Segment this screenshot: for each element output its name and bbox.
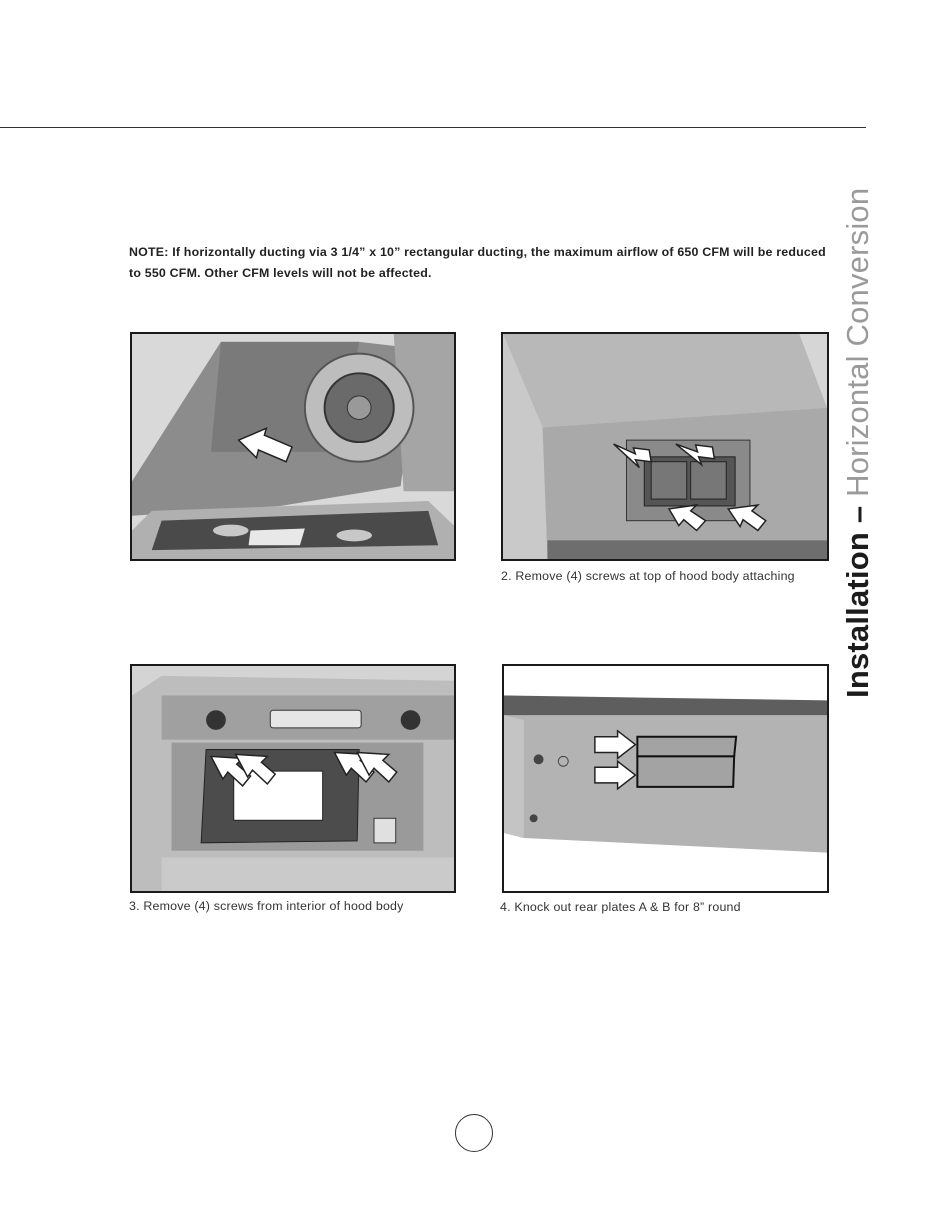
step-3-photo [130, 664, 456, 893]
header-rule [0, 127, 866, 128]
step-4-caption: 4. Knock out rear plates A & B for 8” ro… [500, 900, 741, 914]
page-number-circle [455, 1114, 493, 1152]
step-2-caption: 2. Remove (4) screws at top of hood body… [501, 569, 795, 583]
airflow-note: NOTE: If horizontally ducting via 3 1/4”… [129, 245, 826, 280]
section-title-bold: Installation – [840, 505, 875, 698]
step-2-photo [501, 332, 829, 561]
step-4-photo [502, 664, 829, 893]
step-3-caption: 3. Remove (4) screws from interior of ho… [129, 899, 404, 913]
section-title: Installation – Horizontal Conversion [838, 168, 878, 698]
step-1-photo [130, 332, 456, 561]
section-title-light: Horizontal Conversion [840, 187, 875, 506]
